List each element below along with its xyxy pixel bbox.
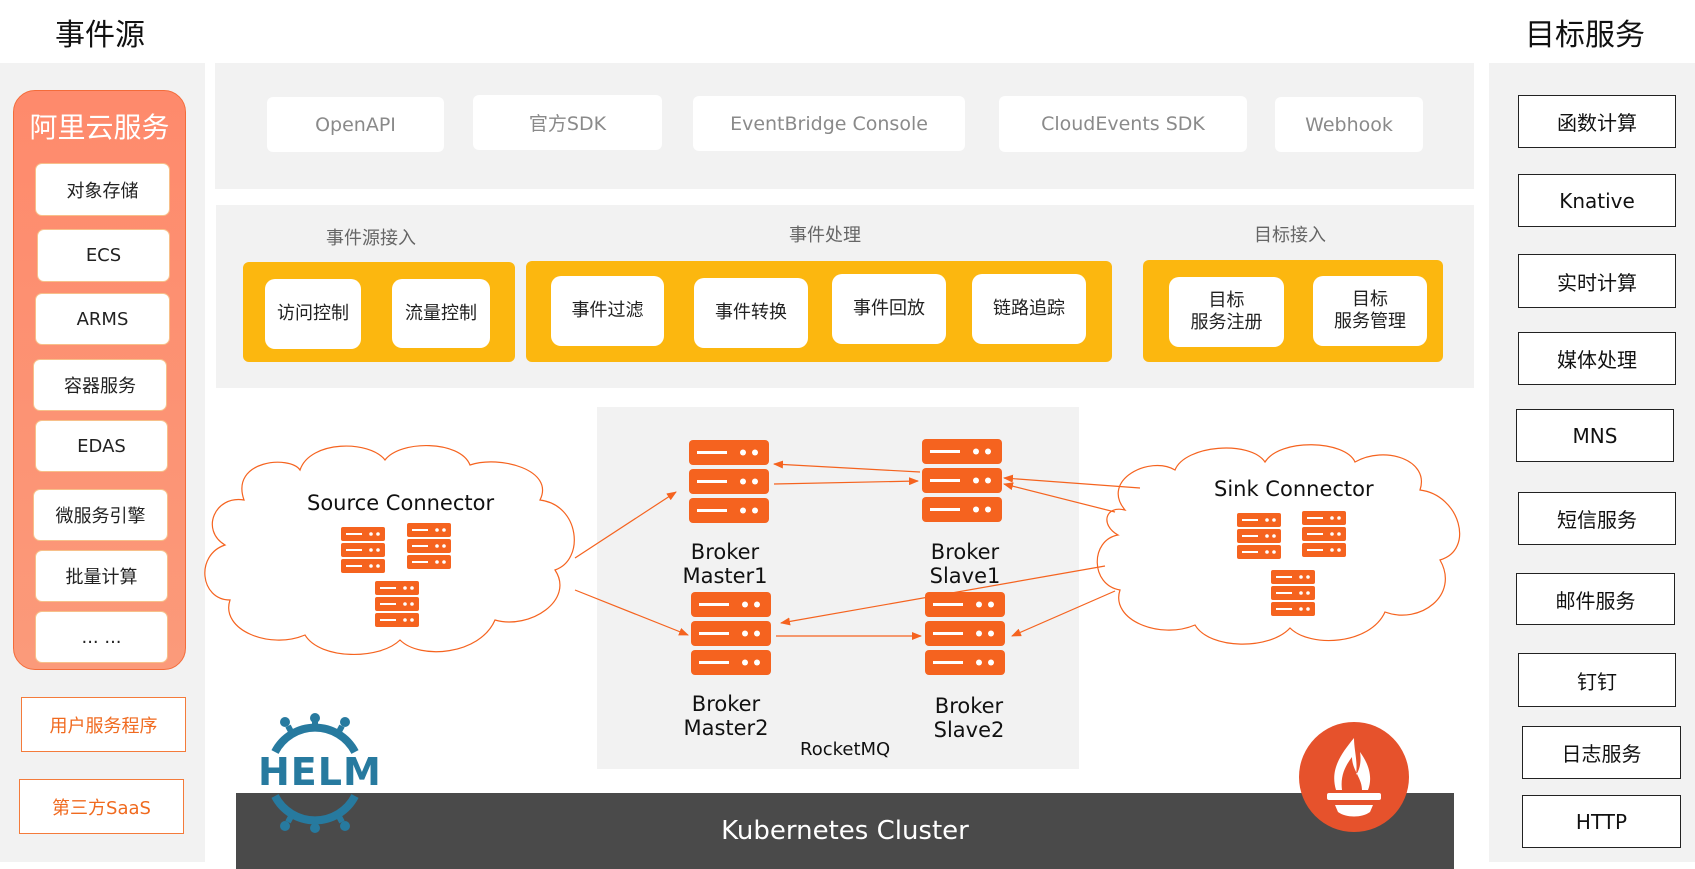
access-cloudevents-sdk: CloudEvents SDK: [999, 96, 1247, 152]
arrow-sink-to-slave2: [1011, 590, 1116, 637]
trace-tracking: 链路追踪: [972, 274, 1086, 344]
prometheus-logo: [1299, 722, 1409, 832]
source-item: 对象存储: [35, 163, 170, 216]
target-item: MNS: [1516, 409, 1674, 462]
target-header: 目标服务: [1525, 18, 1645, 53]
kubernetes-cluster-bar: Kubernetes Cluster: [236, 793, 1454, 869]
target-item: 钉钉: [1518, 653, 1676, 707]
target-service-manage-line1: 目标: [1352, 289, 1388, 311]
sink-connector-label: Sink Connector: [1214, 477, 1374, 501]
broker-master1-label: Broker Master1: [675, 540, 775, 588]
sink-server-icon: [1271, 570, 1315, 616]
source-item: 微服务引擎: [33, 489, 168, 541]
broker-slave2-line1: Broker: [934, 694, 1004, 718]
source-server-icon: [375, 581, 419, 627]
access-webhook: Webhook: [1275, 97, 1423, 152]
broker-master1-icon: [689, 440, 769, 523]
target-item: 邮件服务: [1516, 573, 1675, 625]
target-item: 函数计算: [1518, 95, 1676, 148]
user-service-box: 用户服务程序: [21, 697, 186, 752]
arrow-sink-to-slave1-a: [1003, 474, 1141, 489]
sink-connector-cloud: [1096, 444, 1461, 645]
event-replay: 事件回放: [832, 274, 946, 344]
helm-logo: [271, 713, 359, 833]
target-service-register-line2: 服务注册: [1190, 312, 1263, 333]
target-item: 媒体处理: [1518, 332, 1676, 385]
target-service-register-line1: 目标: [1208, 290, 1245, 312]
broker-slave1-line1: Broker: [930, 540, 1000, 564]
broker-slave2-line2: Slave2: [933, 718, 1005, 743]
sink-server-icon: [1237, 513, 1281, 559]
broker-master1-line2: Master1: [682, 564, 768, 589]
target-service-manage: 目标 服务管理: [1313, 276, 1427, 346]
source-item: 批量计算: [35, 550, 168, 602]
source-server-icon: [341, 527, 385, 573]
source-item: EDAS: [35, 420, 168, 472]
source-connector-label: Source Connector: [307, 491, 495, 515]
source-connector-cloud: [204, 444, 575, 656]
target-item: Knative: [1518, 174, 1676, 227]
target-service-register: 目标 服务注册: [1169, 277, 1284, 347]
arrow-sink-to-master2: [780, 565, 1106, 626]
source-item: 容器服务: [33, 359, 167, 411]
source-item: ARMS: [35, 293, 170, 345]
event-filter: 事件过滤: [551, 276, 664, 346]
arrow-master1-to-slave1: [773, 477, 919, 486]
broker-slave1-line2: Slave1: [929, 564, 1001, 589]
arrow-slave1-to-master1: [773, 460, 921, 473]
helm-logo-text: HELM: [258, 750, 382, 794]
broker-master2-icon: [691, 592, 771, 675]
arrow-source-to-master1: [574, 491, 677, 559]
broker-slave2-label: Broker Slave2: [919, 694, 1019, 742]
source-access-label: 事件源接入: [326, 228, 416, 249]
aliyun-title: 阿里云服务: [29, 111, 170, 144]
source-header: 事件源: [55, 18, 145, 53]
third-party-saas-box: 第三方SaaS: [19, 779, 184, 834]
source-server-icon: [407, 523, 451, 569]
broker-slave1-label: Broker Slave1: [915, 540, 1015, 588]
access-eventbridge-console: EventBridge Console: [693, 96, 965, 151]
target-service-manage-line2: 服务管理: [1334, 311, 1406, 332]
target-item: HTTP: [1522, 795, 1681, 848]
source-item: ... ...: [35, 611, 168, 663]
access-official-sdk: 官方SDK: [473, 95, 662, 150]
broker-master2-line2: Master2: [683, 716, 769, 741]
arrow-sink-to-slave1-b: [1003, 482, 1116, 513]
target-item: 日志服务: [1522, 726, 1681, 779]
broker-slave2-icon: [925, 592, 1005, 675]
broker-master2-label: Broker Master2: [676, 692, 776, 740]
sink-server-icon: [1302, 511, 1346, 557]
traffic-control: 流量控制: [392, 279, 490, 348]
broker-master2-line1: Broker: [691, 692, 761, 716]
broker-slave1-icon: [922, 439, 1002, 522]
target-item: 实时计算: [1518, 254, 1676, 308]
rocketmq-label: RocketMQ: [800, 739, 891, 760]
target-access-label: 目标接入: [1254, 225, 1326, 246]
source-item: ECS: [37, 229, 170, 282]
target-item: 短信服务: [1518, 492, 1676, 545]
event-transform: 事件转换: [694, 278, 808, 348]
access-control: 访问控制: [265, 279, 361, 349]
broker-master1-line1: Broker: [690, 540, 760, 564]
arrow-source-to-master2: [574, 589, 689, 636]
event-processing-label: 事件处理: [789, 225, 861, 246]
access-openapi: OpenAPI: [267, 97, 444, 152]
